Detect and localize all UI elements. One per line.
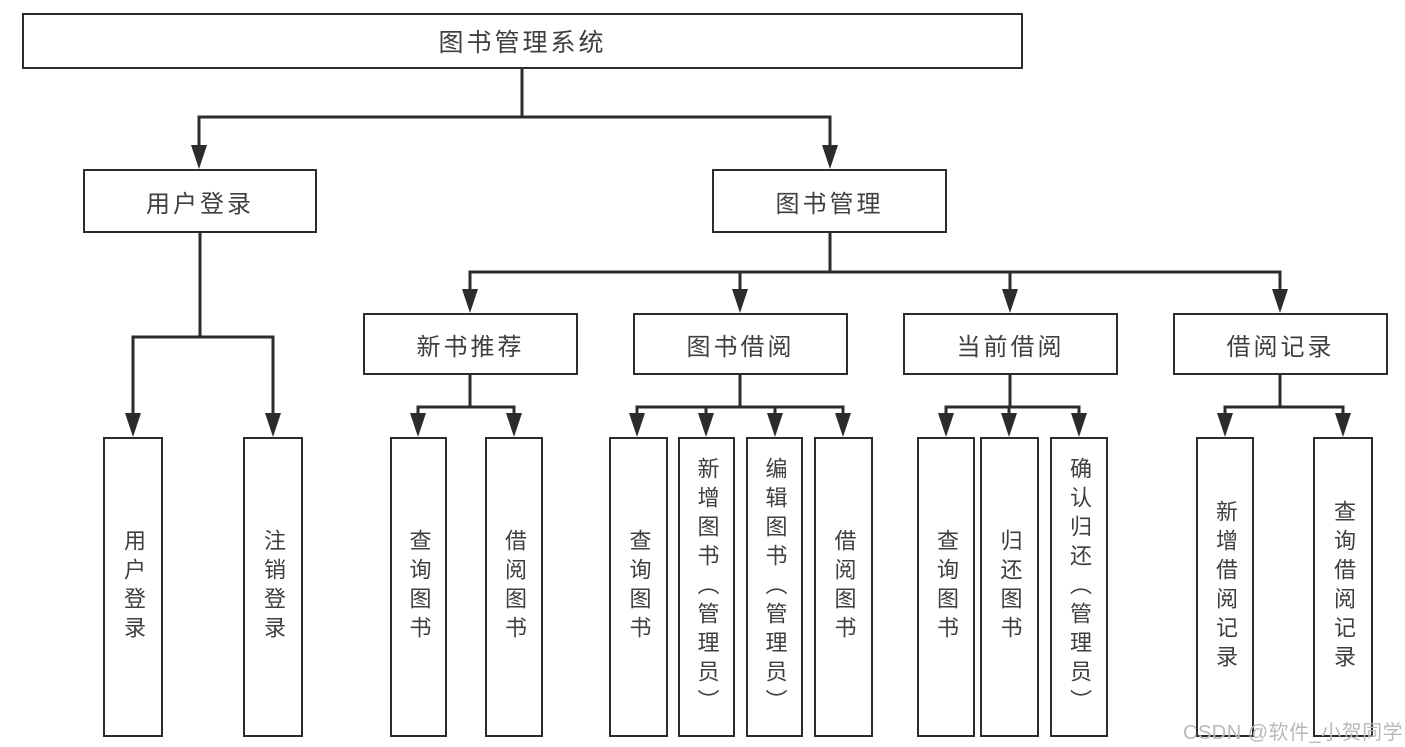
arrowhead — [698, 413, 714, 437]
leaf-user-login: 用户登录 — [103, 437, 163, 737]
node-label: 用户登录 — [146, 190, 254, 218]
arrowhead — [191, 145, 207, 169]
node-label: 图书借阅 — [686, 333, 795, 361]
arrowhead — [1071, 413, 1087, 437]
leaf-label: 归还图书 — [997, 529, 1023, 645]
arrowhead — [462, 289, 478, 313]
leaf-confirm-return-admin: 确认归还（管理员） — [1050, 437, 1108, 737]
arrowhead — [265, 413, 281, 437]
leaf-label: 查询图书 — [626, 529, 652, 645]
leaf-edit-book-admin: 编辑图书（管理员） — [746, 437, 803, 737]
leaf-label: 用户登录 — [121, 529, 146, 645]
leaf-borrow-books: 借阅图书 — [814, 437, 873, 737]
leaf-label: 借阅图书 — [831, 529, 857, 645]
arrowhead — [1001, 413, 1017, 437]
node-label: 借阅记录 — [1226, 333, 1335, 361]
arrowhead — [767, 413, 783, 437]
node-label: 新书推荐 — [416, 333, 525, 361]
arrowhead — [506, 413, 522, 437]
leaf-query-books-borrow: 查询图书 — [609, 437, 668, 737]
node-user-login: 用户登录 — [83, 169, 317, 233]
arrowhead — [410, 413, 426, 437]
node-current-borrow: 当前借阅 — [903, 313, 1118, 375]
leaf-query-books-recommend: 查询图书 — [390, 437, 447, 737]
leaf-label: 新增图书（管理员） — [694, 456, 720, 718]
node-book-borrow: 图书借阅 — [633, 313, 848, 375]
leaf-add-borrow-record: 新增借阅记录 — [1196, 437, 1254, 737]
arrowhead — [835, 413, 851, 437]
leaf-return-books: 归还图书 — [980, 437, 1039, 737]
leaf-query-borrow-record: 查询借阅记录 — [1313, 437, 1373, 737]
arrowhead — [1002, 289, 1018, 313]
node-label: 图书管理系统 — [438, 29, 607, 57]
node-book-management: 图书管理 — [712, 169, 947, 233]
leaf-query-books-current: 查询图书 — [917, 437, 975, 737]
arrowhead — [1335, 413, 1351, 437]
arrowhead — [938, 413, 954, 437]
connector-userlogin-leaves — [131, 231, 275, 420]
leaf-label: 确认归还（管理员） — [1067, 456, 1092, 718]
connector-bookmgmt-level3 — [468, 231, 1282, 296]
leaf-borrow-books-recommend: 借阅图书 — [485, 437, 543, 737]
node-borrow-record: 借阅记录 — [1173, 313, 1388, 375]
node-library-system: 图书管理系统 — [22, 13, 1023, 69]
leaf-label: 查询图书 — [406, 529, 432, 645]
connector-newbook-leaves — [416, 373, 516, 420]
connector-bookborrow-leaves — [635, 373, 845, 420]
leaf-add-book-admin: 新增图书（管理员） — [678, 437, 735, 737]
leaf-label: 查询借阅记录 — [1331, 500, 1356, 674]
arrowhead — [732, 289, 748, 313]
connector-root-level2 — [197, 67, 832, 152]
arrowhead — [629, 413, 645, 437]
node-new-book-recommend: 新书推荐 — [363, 313, 578, 375]
connector-borrowrecord-leaves — [1223, 373, 1345, 420]
arrowhead — [1272, 289, 1288, 313]
csdn-watermark: CSDN @软件_小贺同学 — [1183, 722, 1404, 744]
connector-currentborrow-leaves — [944, 373, 1081, 420]
leaf-label: 查询图书 — [934, 529, 959, 645]
arrowhead — [822, 145, 838, 169]
leaf-logout-login: 注销登录 — [243, 437, 303, 737]
leaf-label: 借阅图书 — [502, 529, 527, 645]
node-label: 当前借阅 — [956, 333, 1065, 361]
leaf-label: 编辑图书（管理员） — [762, 456, 788, 718]
node-label: 图书管理 — [775, 190, 884, 218]
leaf-label: 注销登录 — [261, 529, 286, 645]
arrowhead — [1217, 413, 1233, 437]
leaf-label: 新增借阅记录 — [1213, 500, 1238, 674]
arrowhead — [125, 413, 141, 437]
